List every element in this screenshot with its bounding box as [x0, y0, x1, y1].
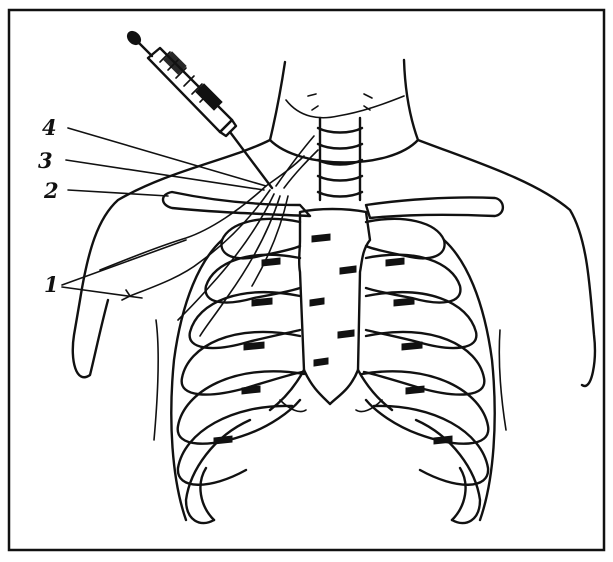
rib-cage-left — [171, 219, 304, 523]
label-4: 4 — [42, 115, 57, 140]
label-2: 2 — [43, 178, 59, 203]
label-3: 3 — [38, 148, 53, 173]
label-1: 1 — [44, 272, 59, 297]
syringe — [124, 28, 272, 188]
rib-cage-right — [362, 219, 495, 523]
figure-border — [9, 10, 604, 550]
